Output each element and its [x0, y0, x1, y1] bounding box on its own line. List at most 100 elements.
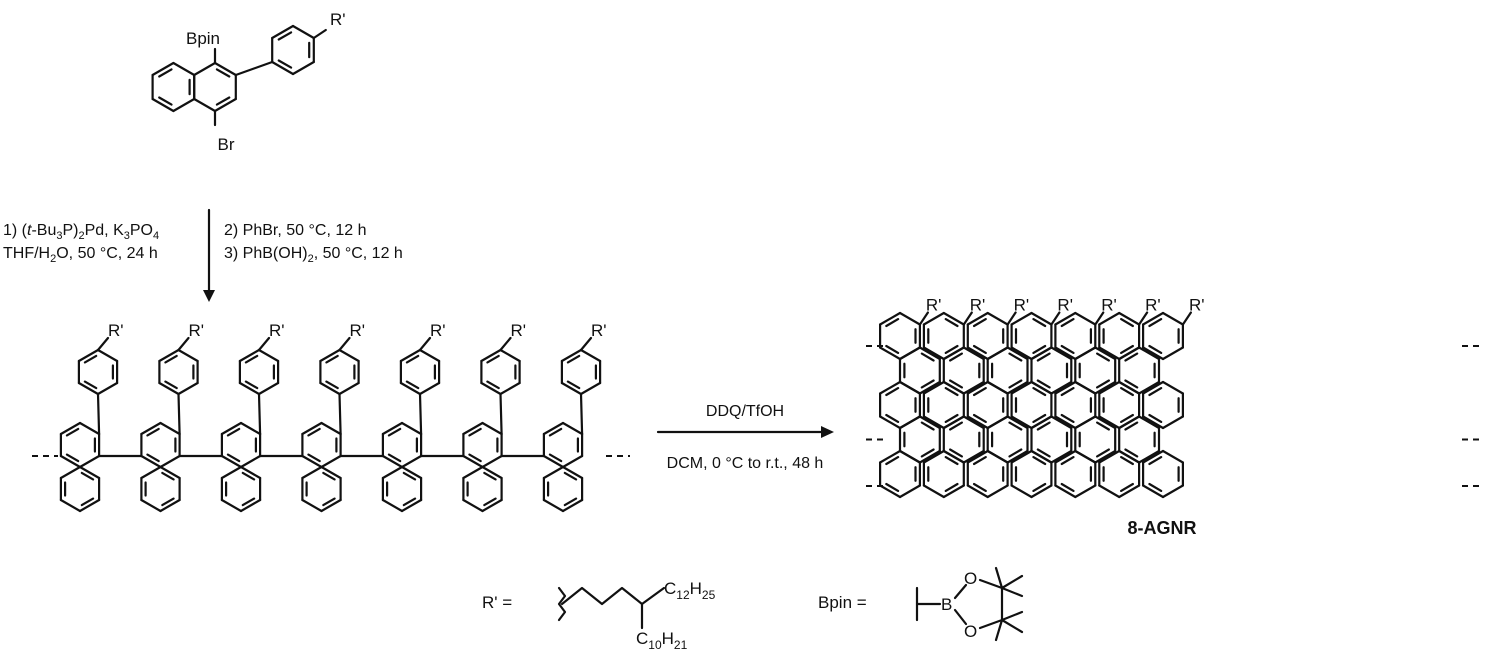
gnr-ring-r4-c2-edge: [962, 415, 985, 430]
polymer-phenyl-2-edge: [158, 381, 180, 396]
gnr-ring-r1-c3-double: [972, 318, 987, 328]
gnr-ring-r3-c2-edge: [922, 415, 945, 430]
gnr-ring-r3-c4-double: [1032, 413, 1047, 423]
polymer-naph-upper-2-edge: [159, 421, 181, 436]
polymer-naph-upper-2-edge: [140, 421, 162, 436]
polymer-naph-upper-4-double: [307, 427, 321, 437]
bpin-definition: Bpin = B O O: [818, 566, 1024, 642]
polymer-phenyl-bond-6: [499, 392, 503, 436]
gnr-ring-r2-c3-double: [1008, 379, 1023, 389]
gnr-ring-r1-c4-edge: [1030, 311, 1053, 326]
gnr-ring-r5-c1-edge: [898, 484, 922, 499]
polymer-naph-lower-6-double: [483, 471, 497, 481]
gnr-ring-r3-c6-double: [1119, 413, 1135, 423]
gnr-ring-r1-c5-edge: [1074, 311, 1097, 326]
polymer-r-label-6: R': [511, 321, 527, 340]
gnr-ring-r3-c6-edge: [1098, 380, 1121, 395]
polymer-naph-lower-4-edge: [320, 498, 342, 513]
r-group-definition: R' = C12H25 C10H21: [482, 579, 716, 652]
monomer-phenyl-edge: [291, 60, 315, 76]
gnr-ring-r5-c6-edge: [1098, 449, 1121, 464]
gnr-ring-r4-c5-edge: [1094, 449, 1117, 464]
monomer-r-label: R': [330, 10, 346, 29]
gnr-ring-r5-c4-edge: [1010, 484, 1033, 499]
polymer-naph-lower-2-edge: [140, 498, 162, 513]
polymer-naph-lower-7-edge: [542, 498, 565, 513]
gnr-ring-r3-c7-edge: [1141, 415, 1165, 430]
polymer-phenyl-4-edge: [338, 381, 360, 396]
gnr-ring-r1-c6-double: [1119, 318, 1135, 328]
gnr-r-bond-2: [962, 311, 973, 326]
gnr-ring-r2-c4-double: [1036, 379, 1051, 389]
polymer-phenyl-2-double: [164, 380, 178, 390]
gnr-ring-r3-c1-edge: [878, 415, 902, 430]
gnr-ring-r1-c5-edge: [1054, 346, 1077, 361]
polymer-naph-lower-5-double: [402, 497, 417, 507]
polymer-phenyl-7-double: [566, 380, 581, 390]
gnr-ring-r5-c5-double: [1060, 456, 1075, 466]
gnr-ring-r5-c7-edge: [1161, 449, 1185, 464]
polymer-naph-upper-6-double: [468, 427, 482, 437]
gnr-ring-r1-c3-edge: [986, 311, 1009, 326]
gnr-ring-r3-c7-edge: [1161, 415, 1185, 430]
gnr-ring-r2-c5-edge: [1094, 380, 1117, 395]
gnr-ring-r5-c4-edge: [1030, 484, 1053, 499]
gnr-ring-r5-c4-edge: [1010, 449, 1033, 464]
bpin-oxygen-2: O: [964, 622, 977, 641]
polymer-naph-upper-5-double: [387, 427, 402, 437]
polymer-r-label-2: R': [189, 321, 205, 340]
polymer-naph-lower-4-edge: [301, 498, 323, 513]
bpin-bo-bond-2: [953, 608, 968, 626]
monomer-ring-left-edge: [172, 97, 196, 113]
gnr-ring-r5-c3-double: [972, 456, 987, 466]
gnr-ring-r1-c1-edge: [898, 311, 922, 326]
gnr-ring-r4-c3-edge: [986, 415, 1009, 430]
gnr-ring-r1-c6-edge: [1098, 311, 1121, 326]
monomer-ring-left-double: [158, 68, 173, 78]
polymer-naph-lower-6-edge: [462, 465, 484, 480]
gnr-ring-r2-c4-double: [1036, 352, 1051, 362]
step2-arrow-head: [821, 426, 834, 438]
step2-conditions: DCM, 0 °C to r.t., 48 h: [667, 455, 824, 472]
gnr-ring-r4-c1-double: [920, 448, 935, 458]
gnr-ring-r5-c5-edge: [1054, 449, 1077, 464]
gnr-r-bond-5: [1094, 311, 1105, 326]
polymer-naph-upper-1-edge: [59, 421, 82, 436]
gnr-ring-r1-c7-double: [1148, 344, 1163, 354]
monomer-ring-right-edge: [213, 97, 237, 113]
gnr-ring-r3-c2-edge: [922, 380, 945, 395]
gnr-ring-r4-c2-double: [948, 421, 964, 431]
gnr-ring-r5-c5-double: [1060, 482, 1075, 492]
polymer-naph-lower-2-double: [161, 497, 175, 507]
polymer-naph-lower-5-double: [402, 471, 417, 481]
polymer-phenyl-7-double: [566, 354, 581, 364]
monomer-ring-right-edge: [213, 61, 237, 77]
polymer-structure: R'R'R'R'R'R'R': [32, 321, 630, 513]
monomer-ring-right-edge: [193, 97, 217, 113]
gnr-ring-r5-c3-edge: [966, 484, 989, 499]
polymer-phenyl-1-edge: [96, 348, 119, 363]
monomer-phenyl-double: [277, 31, 293, 41]
polymer-labels: R'R'R'R'R'R'R': [108, 321, 607, 340]
polymer-phenyl-bond-3: [257, 392, 262, 436]
gnr-ring-r4-c1-double: [920, 421, 935, 431]
gnr-ring-r5-c2-double: [944, 456, 959, 466]
gnr-ring-r2-c6-edge: [1118, 346, 1141, 361]
bpin-label: Bpin =: [818, 593, 867, 612]
polymer-naph-lower-6-edge: [481, 465, 503, 480]
bpin-methyl-groups: [994, 566, 1024, 642]
polymer-naph-upper-5-edge: [400, 421, 423, 436]
polymer-naph-lower-6-edge: [481, 498, 503, 513]
gnr-ring-r2-c3-edge: [986, 346, 1009, 361]
gnr-ring-r3-c2-double: [944, 413, 959, 423]
polymer-r-bond-6: [499, 336, 512, 352]
gnr-ring-r2-c5-double: [1095, 379, 1111, 389]
polymer-r-label-1: R': [108, 321, 124, 340]
polymer-phenyl-4-edge: [319, 381, 341, 396]
gnr-ring-r3-c4-double: [1032, 387, 1047, 397]
polymer-naph-lower-5-edge: [381, 465, 404, 480]
polymer-naph-lower-2-double: [161, 471, 175, 481]
polymer-naph-upper-3-edge: [220, 421, 243, 436]
gnr-ring-r2-c4-edge: [1030, 346, 1053, 361]
monomer-phenyl-edge: [271, 24, 295, 40]
